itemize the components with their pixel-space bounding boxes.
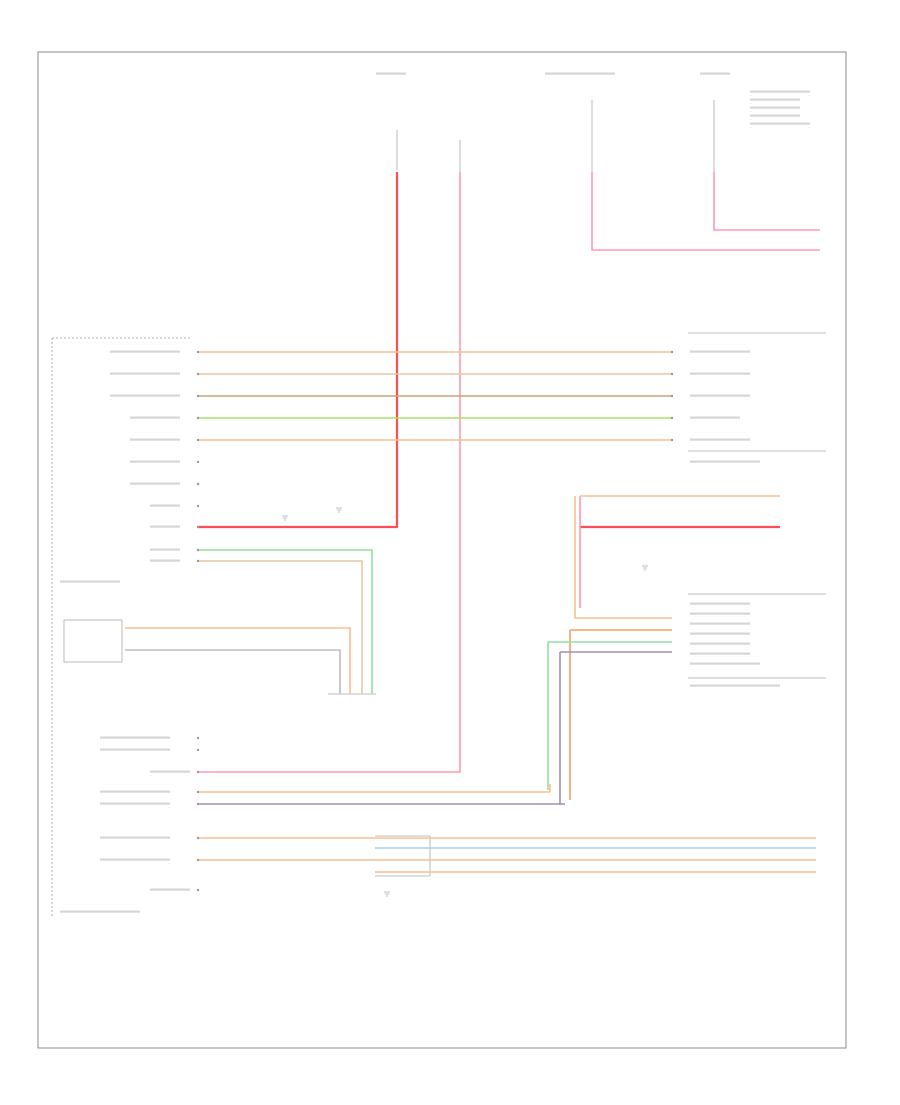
illegible-label xyxy=(750,122,810,125)
wire-green-right xyxy=(547,641,672,790)
wire-pink-top-right xyxy=(713,172,820,231)
connector-pin xyxy=(196,394,200,398)
wire-orange-right-1 xyxy=(574,496,672,619)
connector-pin xyxy=(196,416,200,420)
connector-pin xyxy=(670,394,674,398)
wire-pink-top xyxy=(591,172,820,251)
connector-pin xyxy=(196,836,200,840)
wire-grey-left-2 xyxy=(125,649,341,694)
connector-pin xyxy=(196,504,200,508)
illegible-label xyxy=(60,910,140,913)
connector-pin xyxy=(196,858,200,862)
connector-pin xyxy=(196,559,200,563)
diagram-frame xyxy=(37,51,847,1049)
bottom-splice-block xyxy=(375,835,431,877)
wire-orange-left-1 xyxy=(125,627,351,694)
illegible-label xyxy=(750,98,800,101)
connector-pin xyxy=(670,416,674,420)
connector-pin xyxy=(196,888,200,892)
illegible-label xyxy=(150,525,180,528)
connector-pin xyxy=(196,790,200,794)
illegible-label xyxy=(130,416,180,419)
connector-pin xyxy=(670,372,674,376)
illegible-label xyxy=(750,106,800,109)
connector-pin xyxy=(196,548,200,552)
illegible-label xyxy=(750,90,810,93)
connector-pin xyxy=(196,748,200,752)
wires-group xyxy=(125,172,820,873)
connector-pin xyxy=(670,438,674,442)
illegible-label xyxy=(60,580,120,583)
illegible-label xyxy=(100,790,170,793)
illegible-label xyxy=(150,504,180,507)
ground-icon xyxy=(642,565,648,571)
illegible-label xyxy=(100,836,170,839)
illegible-label xyxy=(150,559,180,562)
illegible-label xyxy=(690,350,750,353)
connector-pin xyxy=(670,350,674,354)
wire-tan-lower xyxy=(198,560,363,694)
label-marks xyxy=(60,72,810,913)
illegible-label xyxy=(150,770,190,773)
illegible-label xyxy=(110,394,180,397)
connector-pin xyxy=(196,372,200,376)
illegible-label xyxy=(100,736,170,739)
illegible-label xyxy=(750,114,800,117)
wire-orange-mid-1 xyxy=(198,784,551,793)
illegible-label xyxy=(700,72,730,75)
illegible-label xyxy=(690,460,760,463)
illegible-label xyxy=(376,72,406,75)
illegible-label xyxy=(690,394,750,397)
connector-pin xyxy=(196,438,200,442)
illegible-label xyxy=(690,416,740,419)
illegible-label xyxy=(130,482,180,485)
illegible-label xyxy=(130,438,180,441)
illegible-label xyxy=(545,72,615,75)
connector-pin xyxy=(196,350,200,354)
illegible-label xyxy=(690,632,750,635)
connector-pin xyxy=(196,482,200,486)
ground-icon xyxy=(384,891,390,897)
illegible-label xyxy=(690,662,760,665)
ground-icon xyxy=(336,507,342,513)
illegible-label xyxy=(690,612,750,615)
illegible-label xyxy=(150,548,180,551)
illegible-label xyxy=(690,602,750,605)
connector-pin xyxy=(196,802,200,806)
ground-icon xyxy=(282,515,288,521)
wire-red-main xyxy=(198,172,399,529)
wire-orange-right-2 xyxy=(569,629,672,800)
illegible-label xyxy=(690,372,750,375)
illegible-label xyxy=(110,372,180,375)
illegible-label xyxy=(110,350,180,353)
left-connector-box xyxy=(63,619,123,663)
illegible-label xyxy=(100,748,170,751)
illegible-label xyxy=(150,888,190,891)
illegible-label xyxy=(100,858,170,861)
connector-pin xyxy=(196,460,200,464)
connector-pin xyxy=(196,736,200,740)
connector-pin xyxy=(196,525,200,529)
connector-pin xyxy=(196,770,200,774)
illegible-label xyxy=(130,460,180,463)
illegible-label xyxy=(690,684,780,687)
illegible-label xyxy=(690,642,750,645)
illegible-label xyxy=(100,802,170,805)
wire-pink-main xyxy=(198,172,461,773)
illegible-label xyxy=(690,438,750,441)
wire-violet-right xyxy=(559,651,672,805)
wire-green-lower xyxy=(198,549,373,694)
pin-markers xyxy=(196,350,674,892)
illegible-label xyxy=(690,622,750,625)
illegible-label xyxy=(690,652,750,655)
